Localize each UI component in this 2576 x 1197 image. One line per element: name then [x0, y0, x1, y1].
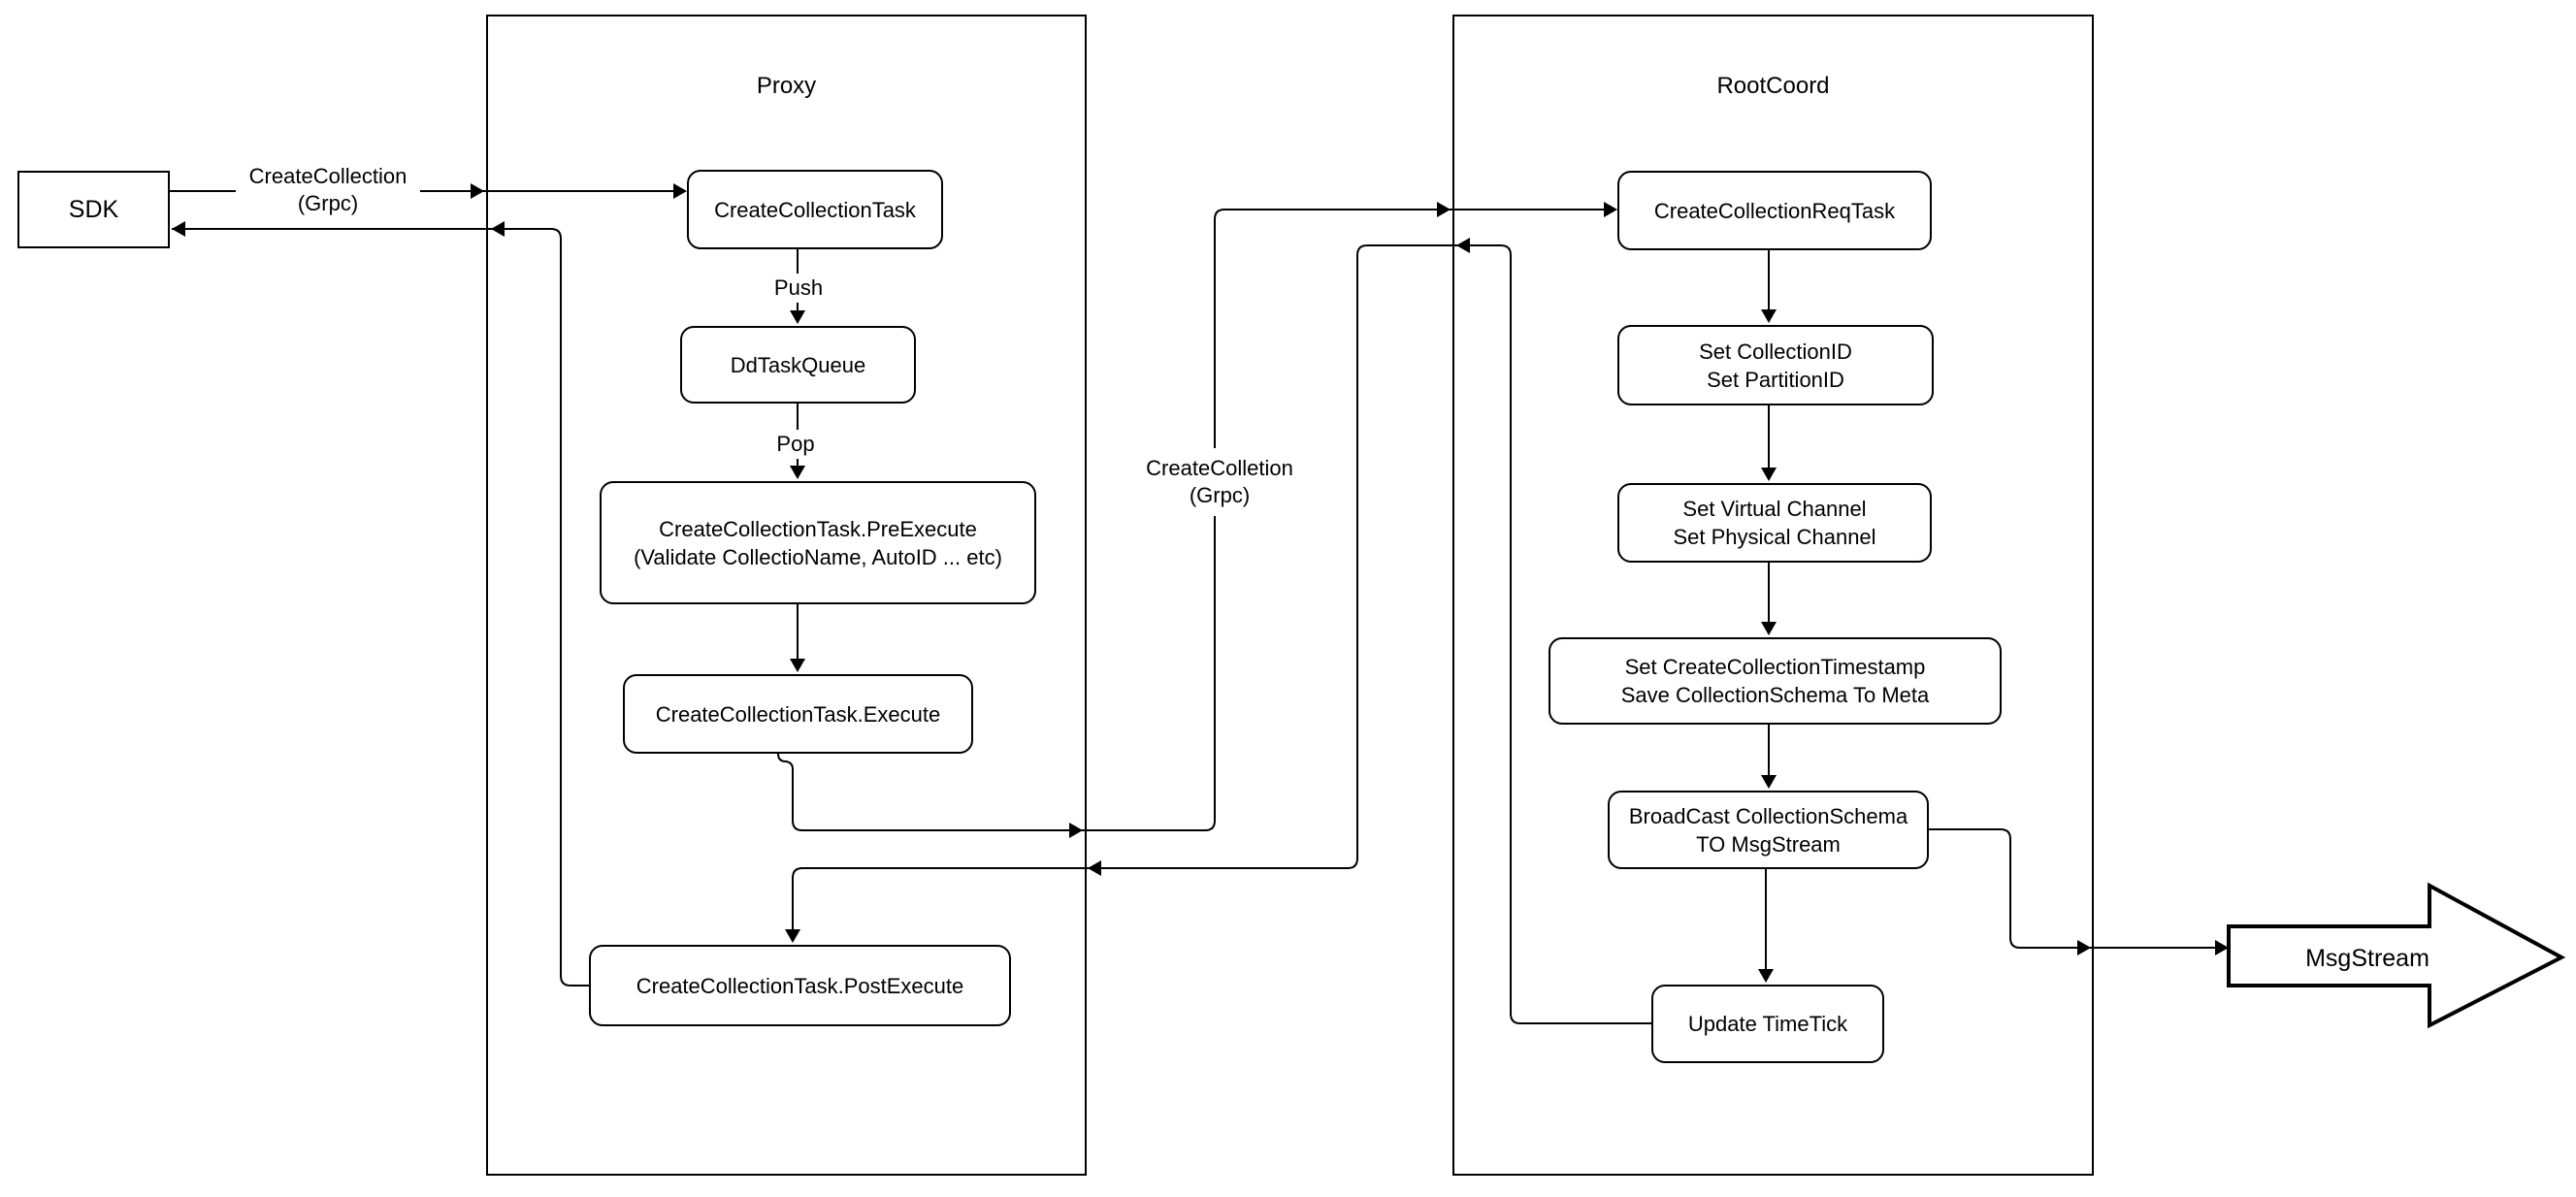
msgstream-block-arrow	[2227, 882, 2566, 1029]
createcollectiontask-node: CreateCollectionTask	[687, 170, 943, 249]
arrowhead	[1088, 860, 1101, 876]
arrowhead	[790, 659, 805, 672]
arrowhead	[785, 929, 800, 943]
arrowhead	[673, 183, 687, 199]
createcollectionreqtask-node: CreateCollectionReqTask	[1617, 171, 1932, 250]
edge-execute-to-reqtask	[777, 209, 1614, 831]
arrowhead	[172, 221, 185, 237]
set-timestamp-node: Set CreateCollectionTimestamp Save Colle…	[1549, 637, 2002, 725]
arrowhead	[1761, 468, 1777, 481]
arrowhead	[1761, 775, 1777, 789]
execute-node: CreateCollectionTask.Execute	[623, 674, 973, 754]
edge-label-push: Push	[761, 274, 836, 303]
arrowhead	[1758, 969, 1774, 983]
edge-updatetimetick-to-postexecute	[792, 244, 1651, 1024]
proxy-container: Proxy	[486, 15, 1087, 1176]
msgstream-label: MsgStream	[2305, 944, 2429, 972]
edge-label-createcollection-grpc: CreateCollection (Grpc)	[236, 157, 420, 223]
ddtaskqueue-node: DdTaskQueue	[680, 326, 916, 404]
arrowhead	[1437, 202, 1451, 217]
edge-broadcast-to-msgstream	[1929, 828, 2225, 949]
arrowhead	[1069, 823, 1083, 838]
rootcoord-container: RootCoord	[1452, 15, 2094, 1176]
edge-label-createcolletion-grpc: CreateColletion (Grpc)	[1123, 448, 1317, 516]
edge-postexecute-to-sdk	[172, 228, 589, 987]
arrowhead	[2077, 940, 2091, 955]
sdk-node: SDK	[17, 171, 170, 248]
proxy-container-title: Proxy	[756, 73, 817, 99]
update-timetick-node: Update TimeTick	[1651, 985, 1884, 1063]
set-channel-node: Set Virtual Channel Set Physical Channel	[1617, 483, 1932, 563]
preexecute-node: CreateCollectionTask.PreExecute (Validat…	[600, 481, 1036, 604]
arrowhead	[491, 221, 505, 237]
edge-label-pop: Pop	[758, 430, 833, 459]
arrowhead	[1761, 309, 1777, 323]
arrowhead	[1456, 238, 1470, 253]
arrowhead	[1604, 202, 1617, 217]
set-collectionid-node: Set CollectionID Set PartitionID	[1617, 325, 1934, 405]
arrowhead	[790, 310, 805, 324]
broadcast-node: BroadCast CollectionSchema TO MsgStream	[1608, 791, 1929, 869]
arrowheads	[172, 183, 2229, 983]
arrowhead	[790, 466, 805, 479]
rootcoord-container-title: RootCoord	[1716, 73, 1830, 99]
arrowhead	[471, 183, 484, 199]
postexecute-node: CreateCollectionTask.PostExecute	[589, 945, 1011, 1026]
arrowhead	[2215, 940, 2229, 955]
arrowhead	[1761, 622, 1777, 635]
